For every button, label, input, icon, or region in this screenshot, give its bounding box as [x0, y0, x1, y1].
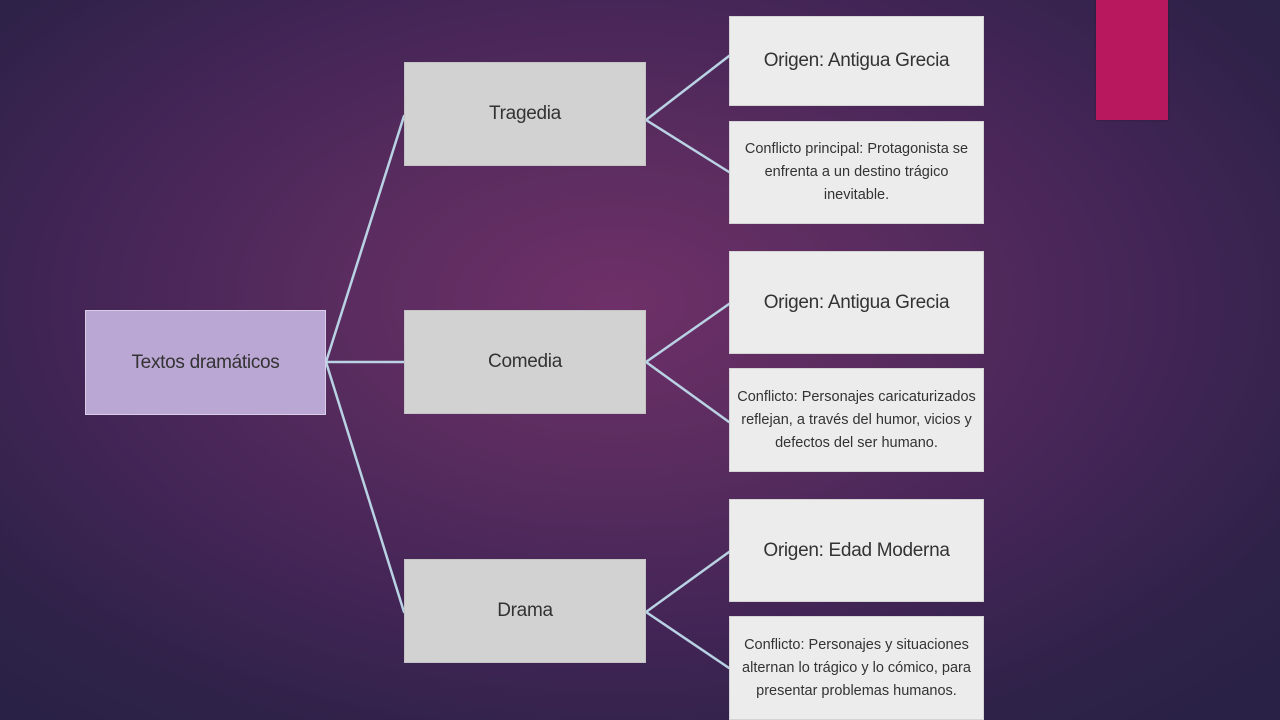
origin-node-drama: Origen: Edad Moderna — [729, 499, 984, 602]
root-node-label: Textos dramáticos — [131, 351, 280, 373]
conflict-node-drama: Conflicto: Personajes y situaciones alte… — [729, 616, 984, 720]
root-node: Textos dramáticos — [85, 310, 326, 415]
origin-text: Origen: Edad Moderna — [763, 539, 950, 561]
category-label: Drama — [497, 600, 553, 621]
conflict-node-comedia: Conflicto: Personajes caricaturizados re… — [729, 368, 984, 472]
conflict-node-tragedia: Conflicto principal: Protagonista se enf… — [729, 121, 984, 224]
connector-drama-origin — [644, 550, 731, 614]
connector-comedia-origin — [644, 302, 731, 364]
category-node-drama: Drama — [404, 559, 646, 663]
origin-text: Origen: Antigua Grecia — [763, 50, 950, 71]
category-label: Comedia — [488, 351, 562, 372]
connector-root-drama — [324, 360, 406, 614]
connector-comedia-conflict — [644, 360, 731, 424]
origin-text: Origen: Antigua Grecia — [763, 291, 950, 313]
conflict-text: Conflicto principal: Protagonista se enf… — [744, 141, 969, 203]
connector-drama-conflict — [644, 610, 731, 670]
origin-node-comedia: Origen: Antigua Grecia — [729, 251, 984, 354]
origin-node-tragedia: Origen: Antigua Grecia — [729, 16, 984, 106]
category-node-comedia: Comedia — [404, 310, 646, 414]
connector-tragedia-origin — [644, 54, 731, 122]
category-node-tragedia: Tragedia — [404, 62, 646, 166]
connector-root-tragedia — [324, 114, 406, 364]
conflict-text: Conflicto: Personajes caricaturizados re… — [737, 388, 976, 451]
category-label: Tragedia — [489, 103, 561, 124]
connector-tragedia-conflict — [644, 118, 731, 174]
conflict-text: Conflicto: Personajes y situaciones alte… — [742, 636, 971, 699]
accent-bar — [1096, 0, 1168, 120]
